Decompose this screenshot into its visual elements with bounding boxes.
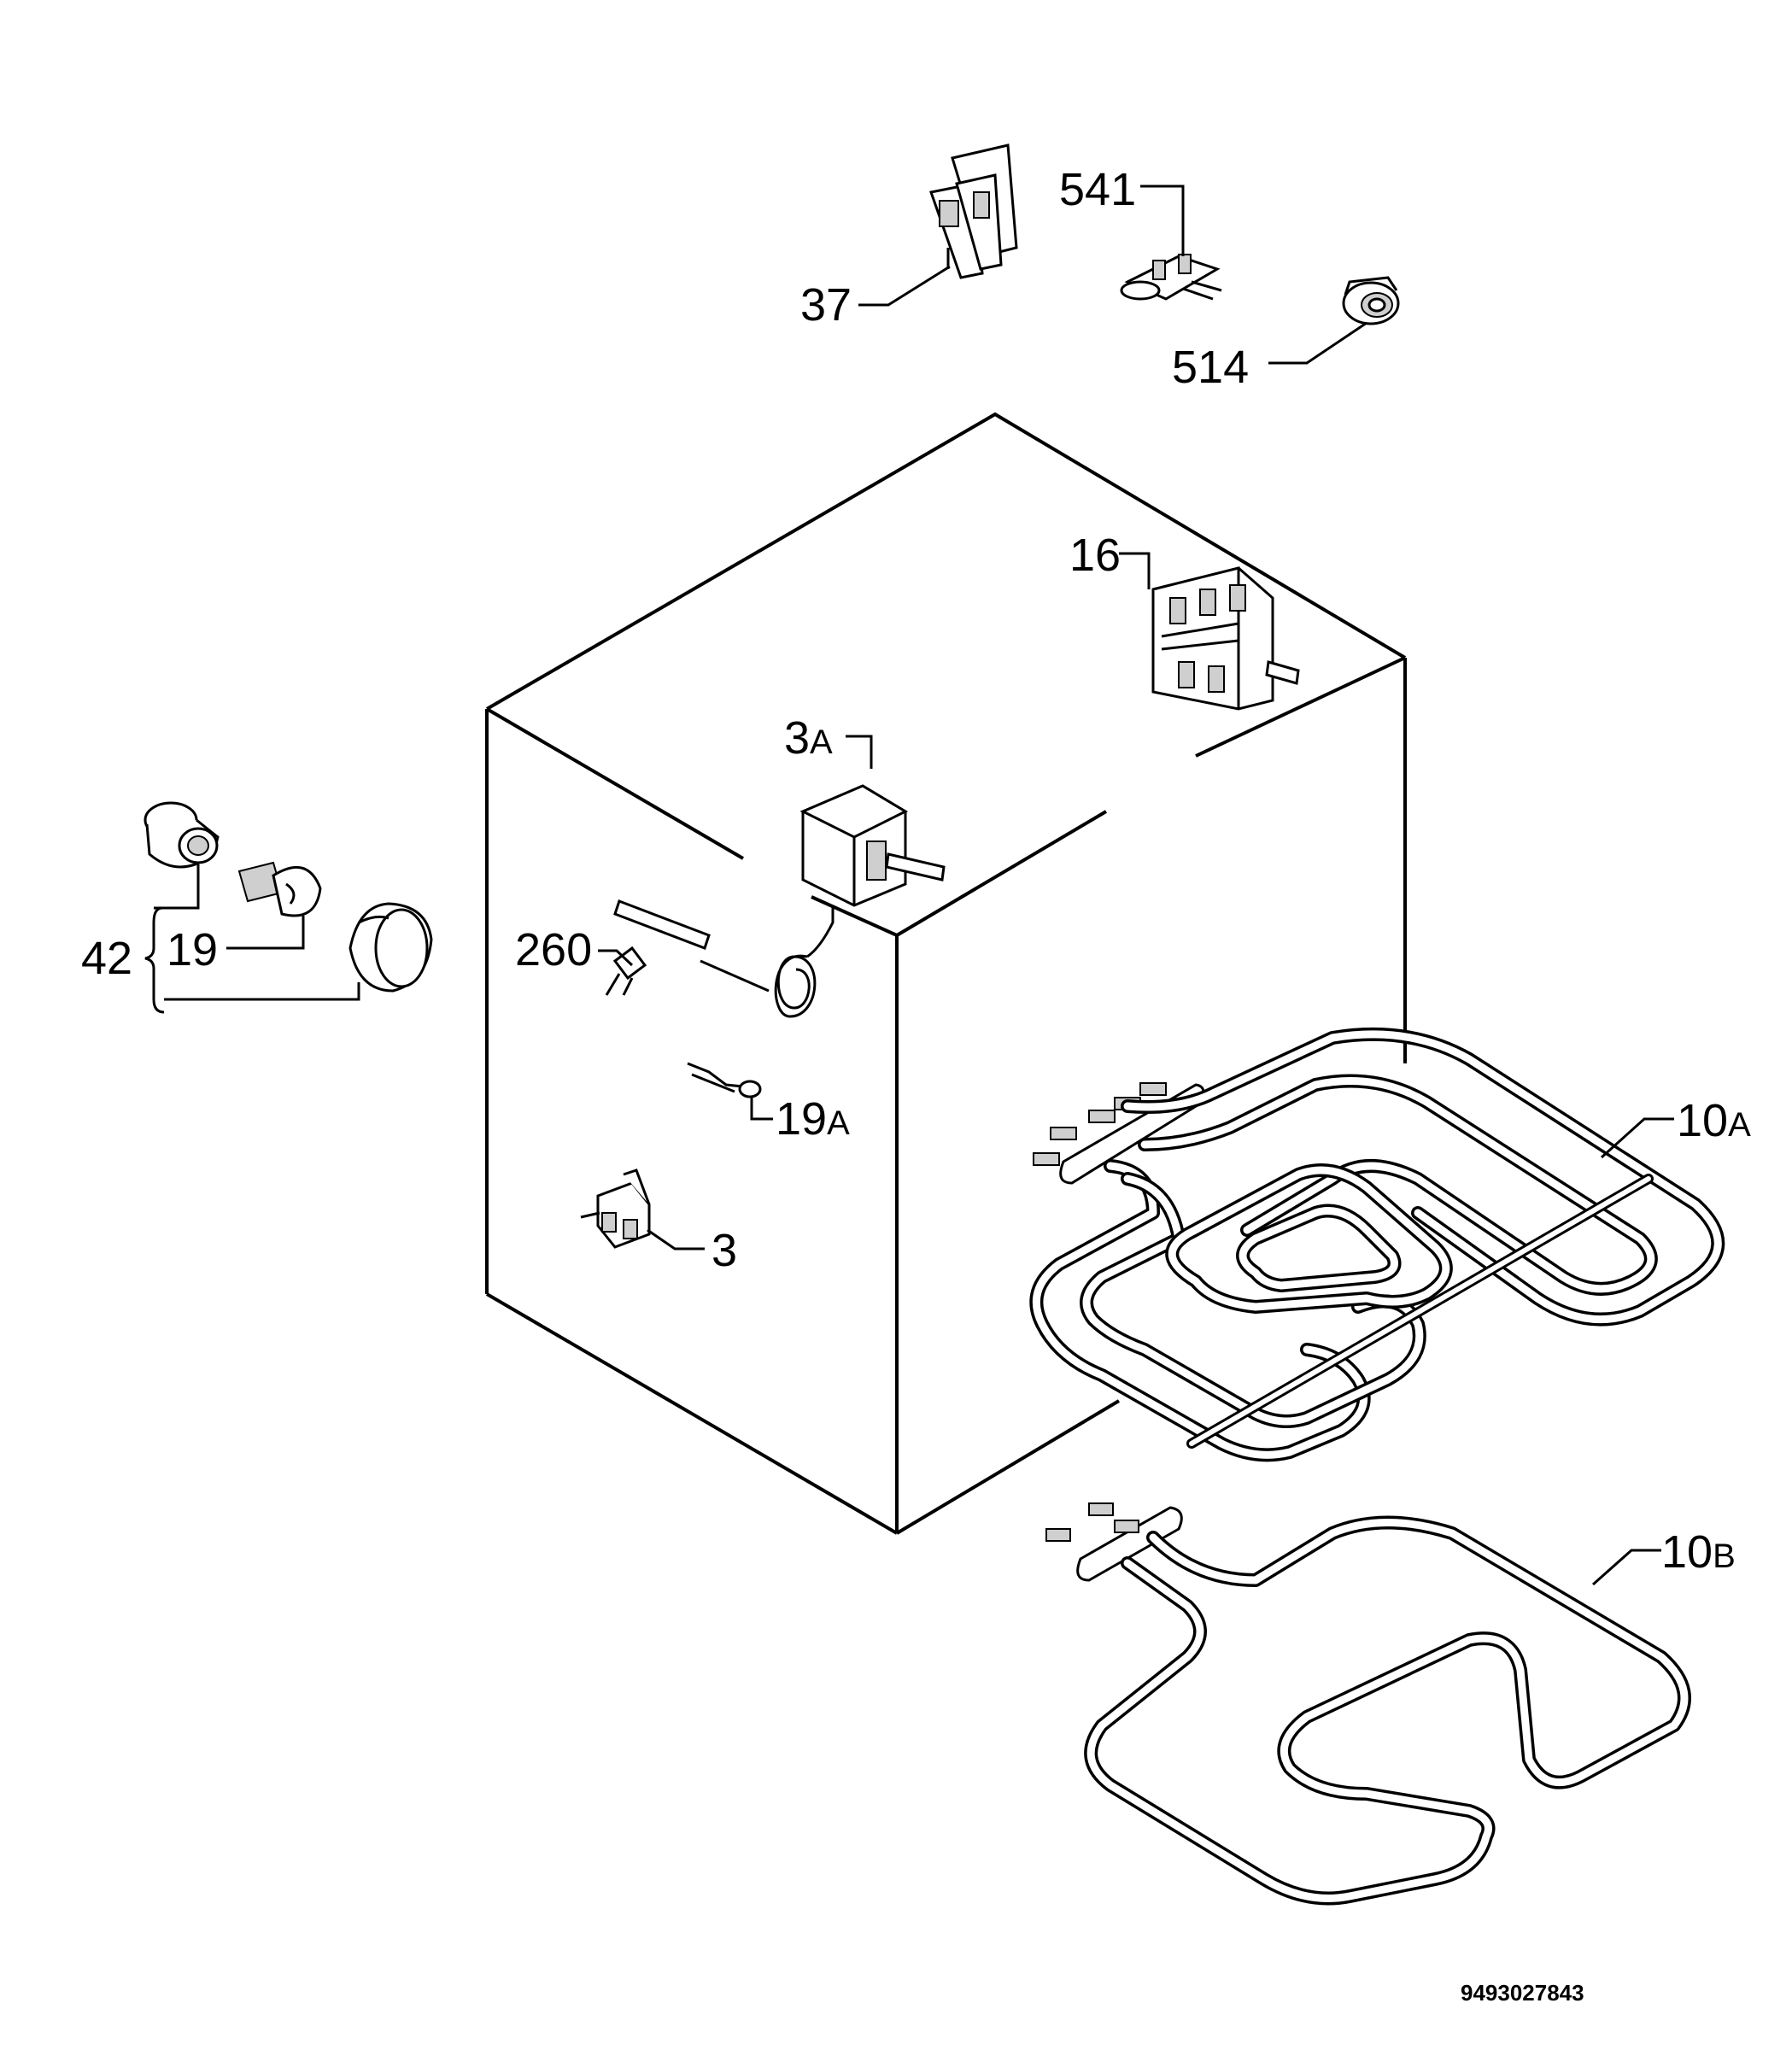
- leader-514: [1268, 321, 1367, 365]
- leader-37: [858, 265, 951, 307]
- part-19A-sensor[interactable]: [687, 1062, 762, 1098]
- part-19-lamp-bulb[interactable]: [237, 861, 322, 917]
- part-3-thermal-cutout[interactable]: [580, 1168, 651, 1249]
- leader-541: [1140, 184, 1185, 256]
- leader-19: [226, 916, 305, 950]
- label-42: 42: [81, 933, 132, 984]
- label-19A: 19A: [776, 1093, 850, 1145]
- leader-10A: [1600, 1117, 1674, 1159]
- leader-260: [598, 949, 634, 967]
- leader-19A: [750, 1098, 773, 1121]
- part-16-selector-switch[interactable]: [1151, 566, 1300, 711]
- oven-cavity-box: [485, 412, 1407, 1535]
- leader-3A: [846, 735, 873, 769]
- label-3: 3: [712, 1225, 737, 1276]
- part-10A-upper-heating-element[interactable]: [1029, 1027, 1725, 1462]
- label-260: 260: [515, 924, 592, 975]
- label-10B: 10B: [1661, 1526, 1736, 1578]
- label-37: 37: [800, 279, 852, 331]
- document-number: 9493027843: [1461, 1980, 1584, 2006]
- label-16: 16: [1069, 530, 1121, 581]
- part-lamp-cover[interactable]: [348, 902, 433, 993]
- label-3A: 3A: [784, 712, 833, 764]
- part-260-clip[interactable]: [605, 946, 647, 996]
- leader-42-cover: [164, 982, 360, 1001]
- part-37-terminal-clip[interactable]: [929, 144, 1018, 279]
- part-3A-thermostat[interactable]: [613, 784, 946, 1018]
- part-10B-lower-heating-element[interactable]: [1045, 1502, 1691, 1906]
- label-19: 19: [167, 924, 218, 975]
- label-10A: 10A: [1677, 1095, 1751, 1146]
- brace-42: [144, 906, 165, 1014]
- part-42-lamp-holder[interactable]: [143, 801, 220, 869]
- part-514-grommet[interactable]: [1342, 276, 1400, 325]
- label-541: 541: [1059, 164, 1136, 215]
- leader-42-holder: [154, 864, 200, 910]
- leader-3: [647, 1228, 705, 1250]
- leader-10B: [1592, 1549, 1661, 1586]
- part-541-connector[interactable]: [1120, 254, 1222, 301]
- leader-16: [1119, 552, 1151, 589]
- label-514: 514: [1172, 342, 1249, 393]
